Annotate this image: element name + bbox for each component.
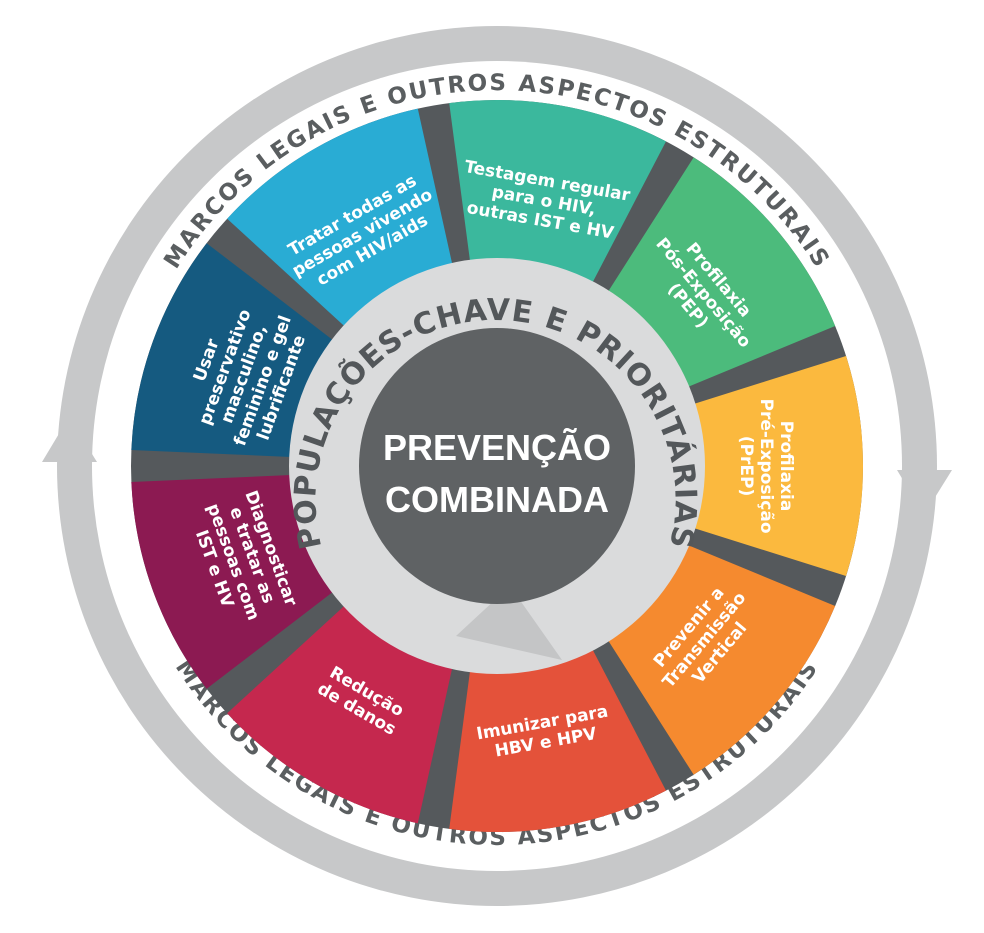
segment-prep <box>663 355 863 577</box>
outer-ring-arrow-right <box>897 470 952 515</box>
center-label-line-1: PREVENÇÃO <box>383 426 611 468</box>
segment-label-line: Profilaxia <box>776 421 796 512</box>
segment-label-line: (PrEP) <box>736 436 756 496</box>
segment-label-line: Pré-Exposição <box>756 398 776 533</box>
center-circle <box>359 328 635 604</box>
inner-ring-arrow <box>456 586 562 660</box>
segment-testagem <box>449 99 666 311</box>
segment-imunizar <box>449 621 666 832</box>
center-label-line-2: COMBINADA <box>385 479 609 520</box>
outer-ring-arrow-left <box>42 417 97 462</box>
segment-label-prep: ProfilaxiaPré-Exposição(PrEP) <box>736 398 796 533</box>
